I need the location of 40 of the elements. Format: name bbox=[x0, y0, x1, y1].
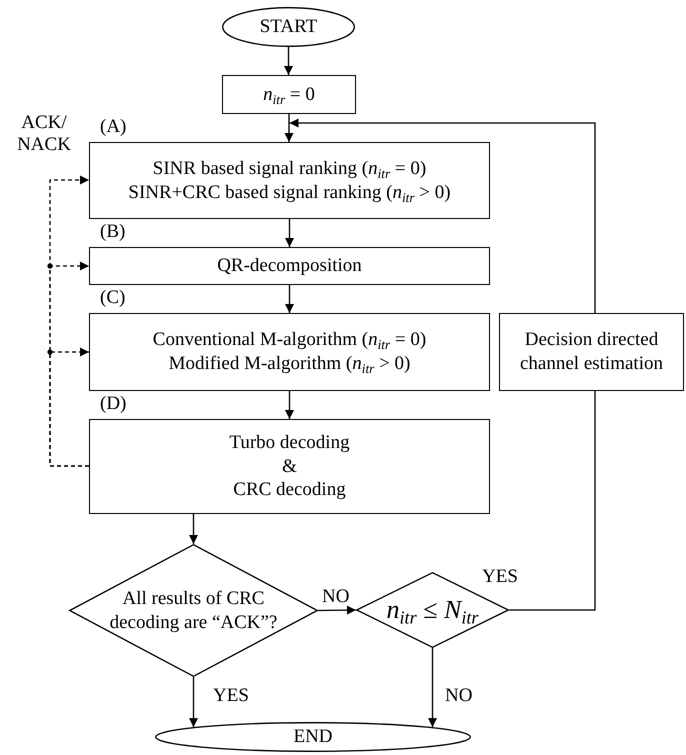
terminal-ellipse bbox=[155, 722, 471, 752]
node-text: SINR based signal ranking (n$_{itr}$ = 0) bbox=[152, 156, 426, 180]
node-text: SINR+CRC based signal ranking (n$_{itr}$ > 0) bbox=[128, 180, 451, 204]
arrow bbox=[284, 114, 294, 142]
arrow bbox=[285, 391, 294, 419]
step-label: (C) bbox=[100, 286, 126, 310]
node-text: START bbox=[260, 15, 318, 39]
edge-label: YES bbox=[482, 566, 518, 588]
edge-label: NO bbox=[445, 685, 472, 707]
arrow bbox=[285, 285, 294, 313]
node-text: END bbox=[293, 725, 333, 749]
process-box bbox=[499, 313, 684, 391]
step-label: (A) bbox=[100, 115, 126, 139]
step-label: (D) bbox=[100, 392, 126, 416]
terminal-ellipse bbox=[222, 7, 355, 47]
edge-label: NO bbox=[322, 586, 350, 608]
node-text: Modified M-algorithm (n$_{itr}$ > 0) bbox=[168, 352, 410, 376]
edge-label: YES bbox=[213, 685, 249, 707]
decision-diamond bbox=[69, 544, 318, 677]
node-text: Turbo decoding bbox=[229, 430, 350, 455]
arrow bbox=[49, 348, 89, 467]
node-text: n$_{itr}$ = 0 bbox=[263, 82, 315, 106]
node-text: CRC decoding bbox=[233, 478, 346, 502]
node-text: n$_{itr}$ ≤ N$_{itr}$ bbox=[386, 594, 478, 626]
arrow bbox=[290, 118, 596, 313]
process-box bbox=[222, 75, 356, 114]
arrow bbox=[189, 514, 198, 544]
connector-line bbox=[509, 391, 596, 611]
arrow bbox=[284, 47, 293, 75]
node-text: QR-decomposition bbox=[217, 254, 362, 278]
arrow bbox=[318, 606, 356, 615]
node-text: Decision directed channel estimation bbox=[519, 328, 664, 376]
node-text: Conventional M-algorithm (n$_{itr}$ = 0) bbox=[152, 328, 426, 352]
node-text: All results of CRC decoding are “ACK”? bbox=[108, 586, 278, 634]
signal-label: ACK/ NACK bbox=[16, 112, 72, 156]
arrow bbox=[428, 648, 437, 728]
node-text: & bbox=[282, 454, 297, 478]
step-label: (B) bbox=[100, 220, 126, 244]
arrow bbox=[189, 677, 198, 728]
arrow bbox=[285, 219, 294, 247]
